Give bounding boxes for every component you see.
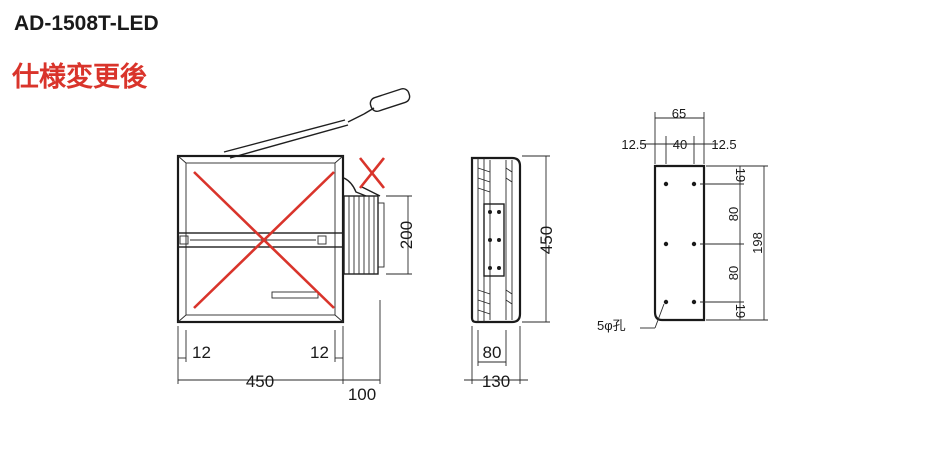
dim-hole-center: 40 (673, 137, 687, 152)
dim-side-total: 130 (482, 372, 510, 391)
mounting-rail (177, 232, 344, 248)
dim-bracket-height: 198 (750, 232, 765, 254)
dim-box-height: 200 (397, 221, 416, 249)
dim-side-height: 450 (537, 226, 556, 254)
dim-left-margin: 12 (192, 343, 211, 362)
side-mount-plate (483, 203, 505, 277)
spec-change-label: 仕様変更後 (11, 61, 148, 93)
mount-hole (663, 181, 669, 187)
model-number: AD-1508T-LED (14, 12, 159, 35)
dim-depth: 100 (348, 385, 376, 404)
bracket-plate (653, 164, 706, 322)
plug-icon (369, 88, 411, 112)
dim-right-margin: 12 (310, 343, 329, 362)
hole-size-label: 5φ孔 (597, 318, 626, 333)
dim-width: 450 (246, 372, 274, 391)
side-body (470, 156, 522, 324)
dim-pitch-lower: 80 (726, 266, 741, 280)
dim-pitch-upper: 80 (726, 207, 741, 221)
front-view: 200 12 12 450 100 (176, 88, 416, 404)
dim-side-inner: 80 (483, 343, 502, 362)
side-view: 450 80 130 (464, 155, 556, 391)
dim-right-offset: 12.5 (711, 137, 736, 152)
dim-bottom-margin: 19 (733, 304, 748, 318)
bracket-view: 65 12.5 40 12.5 19 80 80 19 198 5φ孔 (597, 106, 768, 333)
power-cable (223, 119, 346, 153)
dim-top-margin: 19 (733, 168, 748, 182)
dim-bracket-width: 65 (672, 106, 686, 121)
dim-left-offset: 12.5 (621, 137, 646, 152)
bottom-slot (271, 291, 319, 299)
